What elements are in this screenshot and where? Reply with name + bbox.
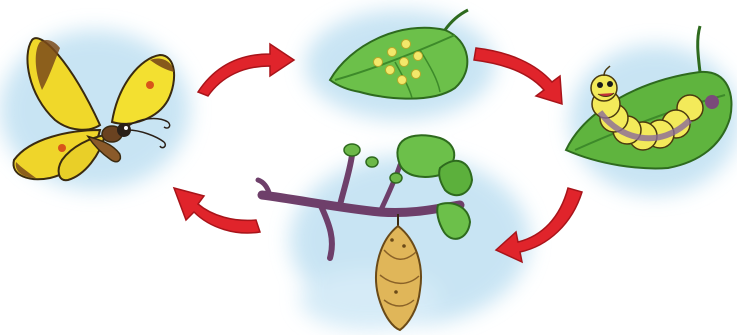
arrow-adult-to-egg bbox=[198, 44, 294, 96]
caterpillar-head bbox=[591, 75, 617, 101]
arrow-pupa-to-adult bbox=[174, 188, 260, 233]
